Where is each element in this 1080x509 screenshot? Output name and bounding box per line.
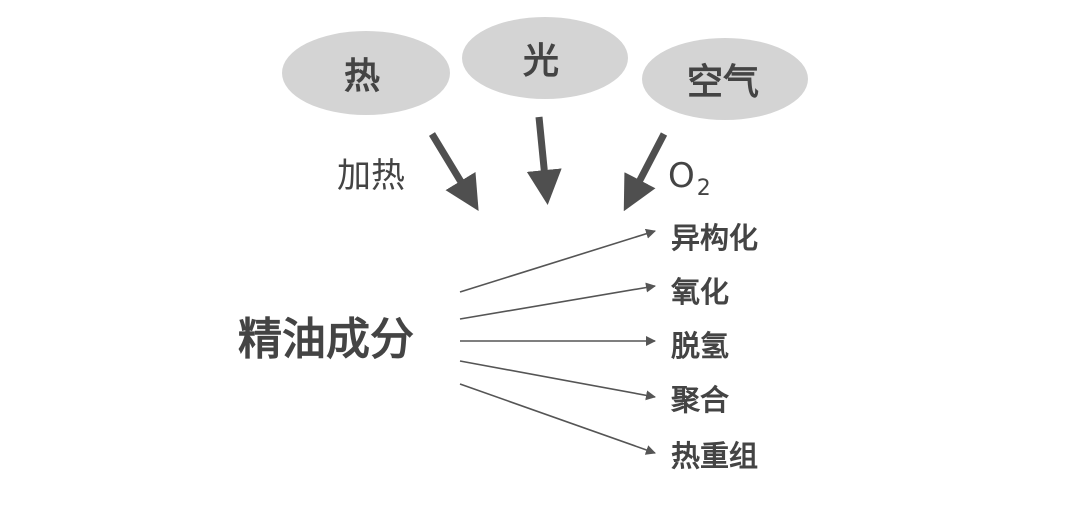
reaction-oxidation: 氧化	[670, 275, 729, 309]
factor-light-ellipse	[462, 17, 628, 99]
arrow-to-polymerization	[459, 360, 656, 401]
factor-air-label: 空气	[687, 62, 759, 103]
arrow-to-isomerization	[459, 228, 656, 293]
arrow-to-thermal-recombination	[459, 383, 656, 455]
arrow-to-oxidation	[459, 282, 656, 320]
reaction-isomerization: 异构化	[671, 221, 758, 255]
source-label: 精油成分	[238, 314, 414, 365]
air-arrow	[623, 132, 668, 212]
factor-light-label: 光	[523, 41, 559, 82]
factor-heat-ellipse	[282, 31, 450, 115]
oxygen-label-subscript: 2	[697, 176, 711, 201]
factor-heat: 热	[282, 31, 450, 115]
factor-air: 空气	[642, 38, 808, 120]
factor-heat-label: 热	[344, 56, 380, 97]
heating-label: 加热	[337, 156, 405, 196]
heat-arrow	[429, 132, 479, 211]
oxygen-label-base: O	[668, 156, 695, 196]
reaction-polymerization: 聚合	[670, 383, 729, 417]
reaction-dehydrogenation: 脱氢	[671, 329, 729, 363]
light-arrow	[526, 116, 562, 205]
factor-light: 光	[462, 17, 628, 99]
factor-air-ellipse	[642, 38, 808, 120]
oxygen-label: O2	[668, 156, 711, 201]
reaction-thermal-recombination: 热重组	[671, 439, 758, 473]
